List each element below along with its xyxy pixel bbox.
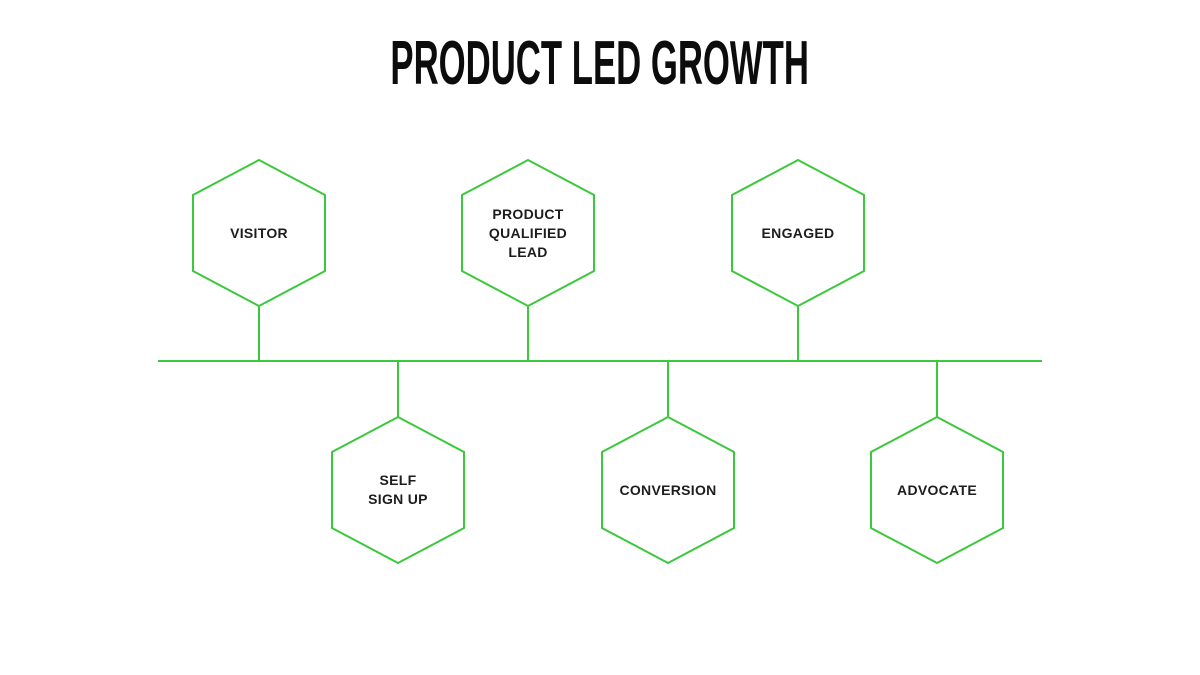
stage-label-conversion: CONVERSION <box>619 481 717 498</box>
hexagon-conversion <box>601 415 735 565</box>
stage-label-product-qualified-lead: PRODUCT QUALIFIED LEAD <box>488 205 568 260</box>
stage-label-self-sign-up: SELF SIGN UP <box>368 472 428 507</box>
hexagon-engaged <box>731 158 865 308</box>
stage-label-engaged: ENGAGED <box>761 224 835 241</box>
page-title-text: PRODUCT LED GROWTH <box>390 29 810 98</box>
hexagon-product-qualified-lead <box>461 158 595 308</box>
hexagon-visitor <box>192 158 326 308</box>
page-title: PRODUCT LED GROWTH <box>0 33 1200 95</box>
stage-label-visitor: VISITOR <box>230 224 288 241</box>
hexagon-advocate <box>870 415 1004 565</box>
stage-label-advocate: ADVOCATE <box>897 481 977 498</box>
hexagon-self-sign-up <box>331 415 465 565</box>
